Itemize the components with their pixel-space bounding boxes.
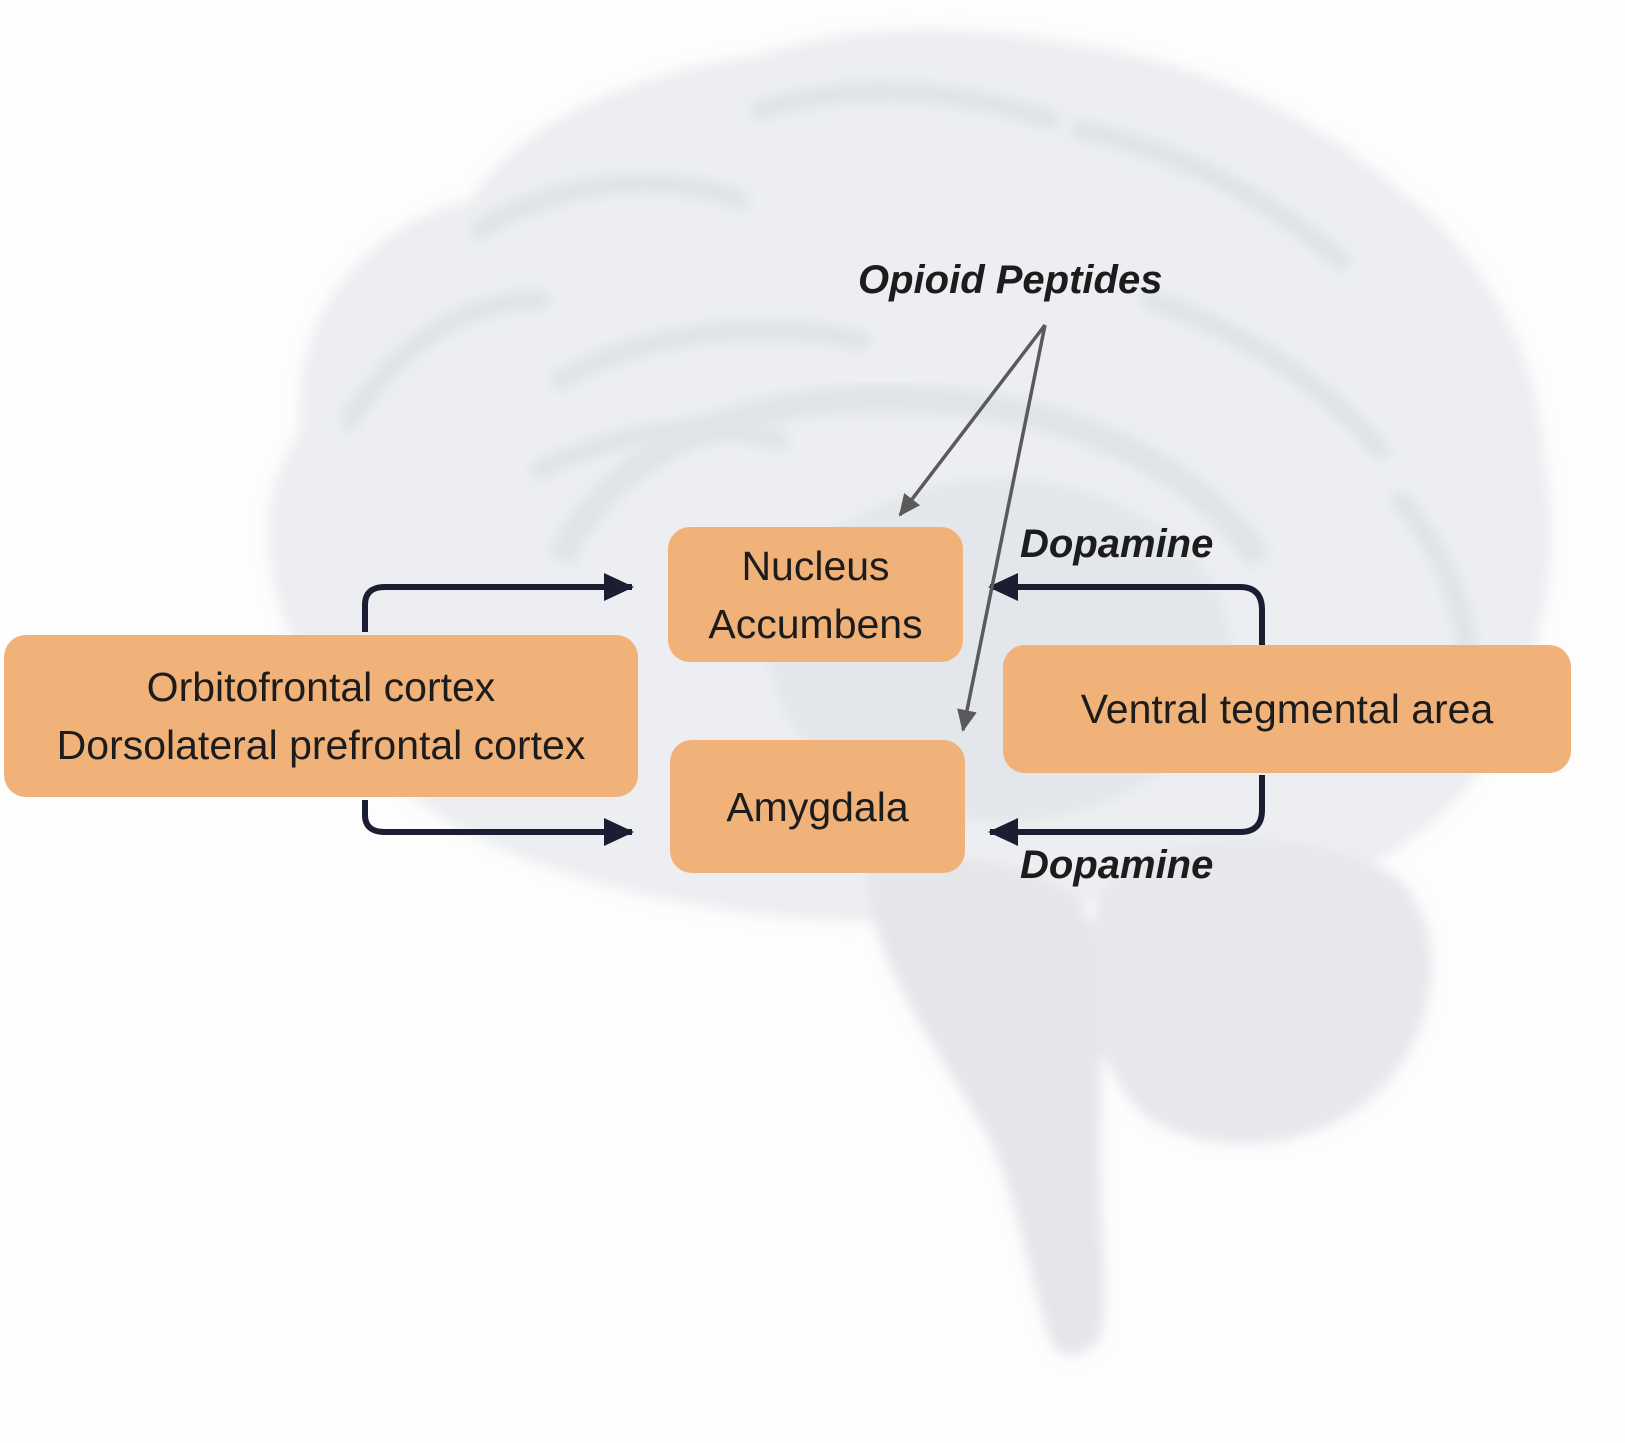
nucleus-accumbens-line-2: Accumbens: [708, 600, 923, 647]
amygdala-line-1: Amygdala: [726, 783, 909, 830]
cortex-to-nucleus-arrow: [362, 573, 634, 632]
cerebellum-shape: [1087, 839, 1433, 1144]
opioid-peptides-label: Opioid Peptides: [858, 258, 1163, 302]
opioid-to-nucleus-arrow: [898, 323, 1047, 517]
cortex-to-amygdala-arrow: [362, 800, 634, 846]
opioid-to-amygdala-arrow: [957, 324, 1047, 732]
dopamine-top-label: Dopamine: [1020, 522, 1214, 566]
brainstem-shape: [868, 856, 1105, 1355]
inner-structure-shape: [548, 385, 1271, 568]
nucleus-accumbens-line-1: Nucleus: [741, 542, 890, 589]
amygdala-box: Amygdala: [670, 740, 965, 873]
vta-to-nucleus-dopamine-arrow: [988, 573, 1265, 645]
dopamine-bottom-label: Dopamine: [1020, 843, 1214, 887]
vta-to-amygdala-dopamine-arrow: [988, 775, 1265, 846]
nucleus-accumbens-box: Nucleus Accumbens: [668, 527, 963, 662]
cortex-box: Orbitofrontal cortex Dorsolateral prefro…: [4, 635, 638, 797]
cortex-box-line-2: Dorsolateral prefrontal cortex: [56, 722, 586, 768]
vta-line-1: Ventral tegmental area: [1080, 686, 1494, 732]
ventral-tegmental-area-box: Ventral tegmental area: [1003, 645, 1571, 773]
cortex-box-line-1: Orbitofrontal cortex: [146, 664, 496, 710]
